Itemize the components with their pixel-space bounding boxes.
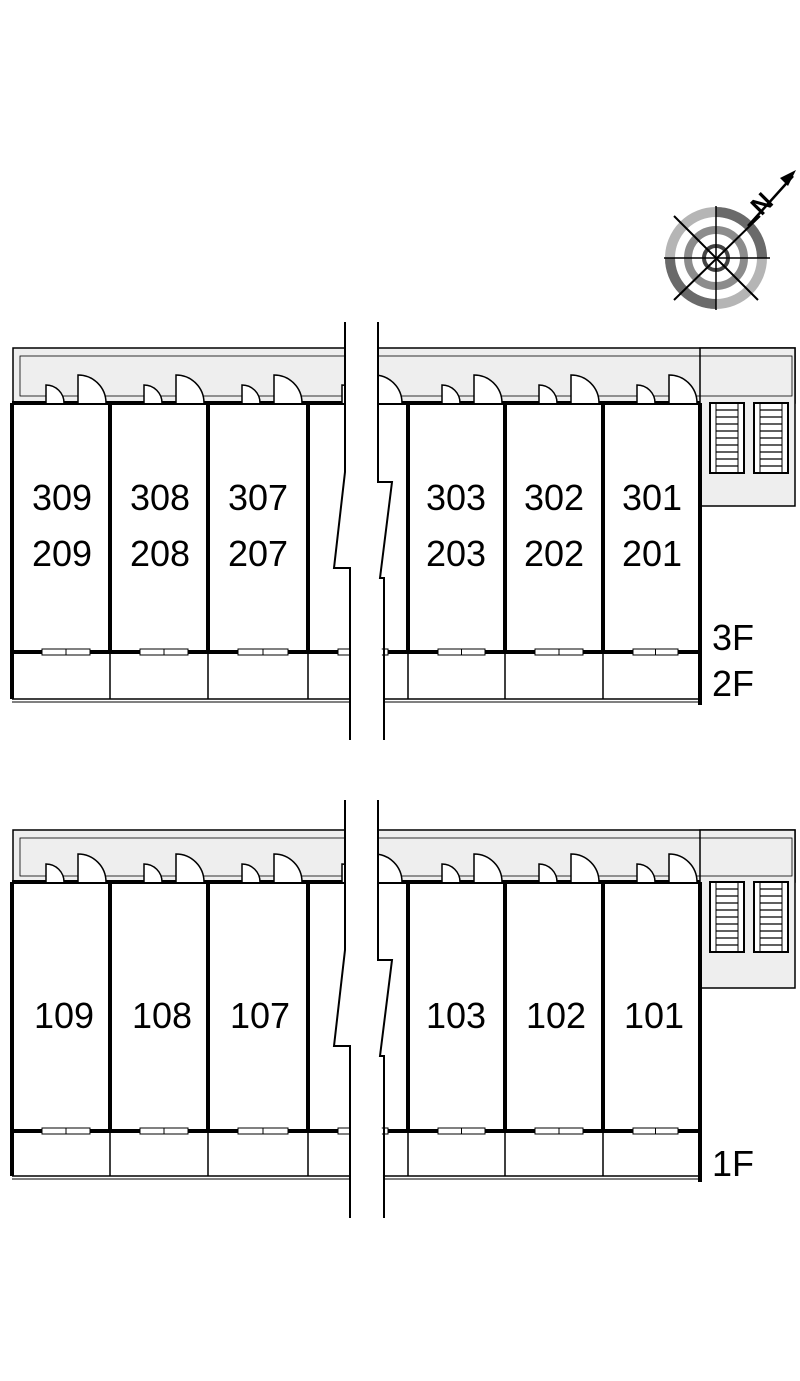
door-icon — [143, 853, 205, 883]
stairs-icon — [709, 402, 745, 474]
door-swing — [175, 374, 205, 404]
unit-label: 108 — [132, 995, 192, 1036]
unit-label: 109 — [34, 995, 94, 1036]
door-swing — [441, 863, 461, 883]
floor-label: 1F — [712, 1143, 754, 1184]
door-swing — [77, 374, 107, 404]
stairs-icon — [753, 881, 789, 953]
unit-label: 107 — [230, 995, 290, 1036]
stairs-icon — [709, 881, 745, 953]
unit-label: 208 — [130, 533, 190, 574]
unit-label: 101 — [624, 995, 684, 1036]
unit-label: 302 — [524, 477, 584, 518]
door-icon — [538, 374, 600, 404]
unit-label: 309 — [32, 477, 92, 518]
door-swing — [241, 384, 261, 404]
door-icon — [45, 853, 107, 883]
compass-rose-icon — [664, 170, 796, 310]
door-icon — [636, 853, 698, 883]
door-icon — [441, 374, 503, 404]
upper-block — [10, 347, 796, 705]
door-swing — [273, 853, 303, 883]
door-swing — [538, 863, 558, 883]
upper-break-mark — [332, 322, 394, 740]
unit-label: 308 — [130, 477, 190, 518]
door-icon — [45, 374, 107, 404]
floor-label: 2F — [712, 663, 754, 704]
door-swing — [441, 384, 461, 404]
door-swing — [668, 853, 698, 883]
door-swing — [143, 863, 163, 883]
door-icon — [143, 374, 205, 404]
lower-break-mark — [332, 800, 394, 1218]
unit-label: 103 — [426, 995, 486, 1036]
door-swing — [45, 384, 65, 404]
door-swing — [473, 374, 503, 404]
unit-label: 209 — [32, 533, 92, 574]
door-icon — [538, 853, 600, 883]
door-icon — [441, 853, 503, 883]
unit-label: 201 — [622, 533, 682, 574]
door-swing — [538, 384, 558, 404]
door-icon — [241, 853, 303, 883]
door-swing — [143, 384, 163, 404]
door-swing — [241, 863, 261, 883]
unit-label: 307 — [228, 477, 288, 518]
floor-label: 3F — [712, 617, 754, 658]
unit-label: 303 — [426, 477, 486, 518]
door-swing — [45, 863, 65, 883]
door-swing — [668, 374, 698, 404]
unit-label: 102 — [526, 995, 586, 1036]
door-swing — [636, 863, 656, 883]
door-swing — [77, 853, 107, 883]
door-swing — [570, 853, 600, 883]
unit-label: 202 — [524, 533, 584, 574]
unit-label: 203 — [426, 533, 486, 574]
door-icon — [636, 374, 698, 404]
door-icon — [241, 374, 303, 404]
door-swing — [175, 853, 205, 883]
stairs-icon — [753, 402, 789, 474]
compass-north-label: N — [744, 186, 778, 220]
unit-label: 301 — [622, 477, 682, 518]
door-swing — [473, 853, 503, 883]
door-swing — [273, 374, 303, 404]
door-swing — [636, 384, 656, 404]
door-swing — [570, 374, 600, 404]
unit-label: 207 — [228, 533, 288, 574]
